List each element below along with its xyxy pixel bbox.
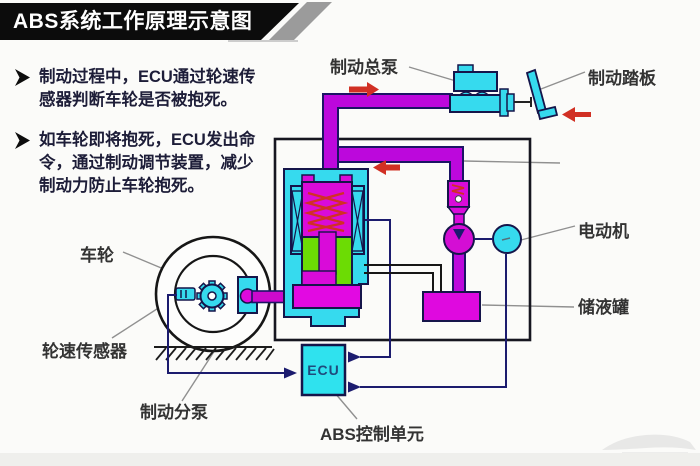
title-banner: ABS系统工作原理示意图 — [0, 3, 299, 40]
label-master-cylinder: 制动总泵 — [330, 57, 398, 77]
wire-arrowheads — [284, 351, 361, 393]
fluid-channel-vertical — [318, 231, 337, 275]
wheel-assembly — [154, 235, 293, 353]
flow-arrow-right-icon — [349, 82, 379, 97]
arrowhead-into-ecu-icon — [284, 367, 297, 379]
solenoid-modulator — [283, 168, 369, 327]
component-labels: 制动总泵 制动踏板 电动机 储液罐 车轮 轮速传感器 制动分泵 ABS控制单元 — [42, 57, 657, 444]
label-motor: 电动机 — [578, 221, 629, 241]
wire-sensor-to-ecu — [167, 294, 284, 374]
piston-block — [292, 284, 362, 309]
check-valve-and-pump — [443, 180, 475, 255]
note-text-2: 如车轮即将抱死，ECU发出命 令，通过制动调节装置，减少 制动力防止车轮抱死。 — [39, 131, 256, 195]
wire-ecu-to-motor — [360, 254, 507, 388]
label-wheel: 车轮 — [80, 245, 114, 265]
wire-ecu-to-solenoid — [360, 219, 391, 358]
signal-wires — [167, 219, 507, 388]
ecu-unit: ECU — [300, 343, 347, 397]
dump-line — [364, 264, 442, 292]
banner-underline — [228, 40, 298, 42]
flow-arrow-left-return-icon — [373, 160, 400, 175]
arrowhead-ecu-out-bottom-icon — [348, 381, 361, 393]
wheel-brake-cylinder — [237, 276, 258, 314]
label-abs-control-unit: ABS控制单元 — [320, 424, 424, 444]
pump-inlet-icon — [453, 229, 465, 240]
ground-hatch — [154, 346, 275, 361]
cylinder-body — [449, 94, 502, 113]
cylinder-end — [506, 93, 515, 112]
spring-icon — [303, 191, 349, 233]
ecu-box — [300, 343, 347, 397]
arrowhead-ecu-out-top-icon — [348, 351, 361, 363]
modulator-box — [273, 137, 532, 342]
bottom-strip — [0, 453, 700, 466]
flow-arrow-left-pedal-icon — [562, 107, 591, 122]
brake-pedal — [525, 68, 559, 121]
speed-sensor — [175, 287, 196, 301]
label-reservoir: 储液罐 — [578, 297, 629, 317]
pipe-pump-to-reservoir — [452, 250, 466, 295]
note-item-2: 如车轮即将抱死，ECU发出命 令，通过制动调节装置，减少 制动力防止车轮抱死。 — [15, 129, 283, 198]
gear-icon — [196, 280, 228, 312]
page-title: ABS系统工作原理示意图 — [13, 10, 253, 33]
fluid-channel-step — [301, 270, 337, 287]
coil-right — [351, 190, 364, 252]
motor-shaft-icon — [501, 237, 511, 241]
label-wheel-cylinder: 制动分泵 — [140, 402, 208, 422]
electric-motor — [492, 224, 522, 254]
valve-ball-icon — [454, 195, 463, 203]
reservoir — [422, 291, 481, 322]
flow-arrows — [349, 82, 591, 175]
check-valve — [447, 180, 470, 208]
pedal-lever — [525, 68, 548, 115]
note-text-1: 制动过程中，ECU通过轮速传 感器判断车轮是否被抱死。 — [39, 68, 256, 109]
note-item-1: 制动过程中，ECU通过轮速传 感器判断车轮是否被抱死。 — [15, 66, 283, 112]
pedal-pad — [536, 105, 559, 121]
label-wheel-speed-sensor: 轮速传感器 — [42, 341, 128, 361]
label-brake-pedal: 制动踏板 — [588, 68, 657, 88]
notes-list: 制动过程中，ECU通过轮速传 感器判断车轮是否被抱死。 如车轮即将抱死，ECU发… — [15, 66, 283, 215]
master-cylinder — [449, 64, 532, 117]
ecu-label: ECU — [307, 362, 340, 378]
master-reservoir — [453, 71, 498, 92]
valve-spring-icon — [451, 184, 465, 195]
